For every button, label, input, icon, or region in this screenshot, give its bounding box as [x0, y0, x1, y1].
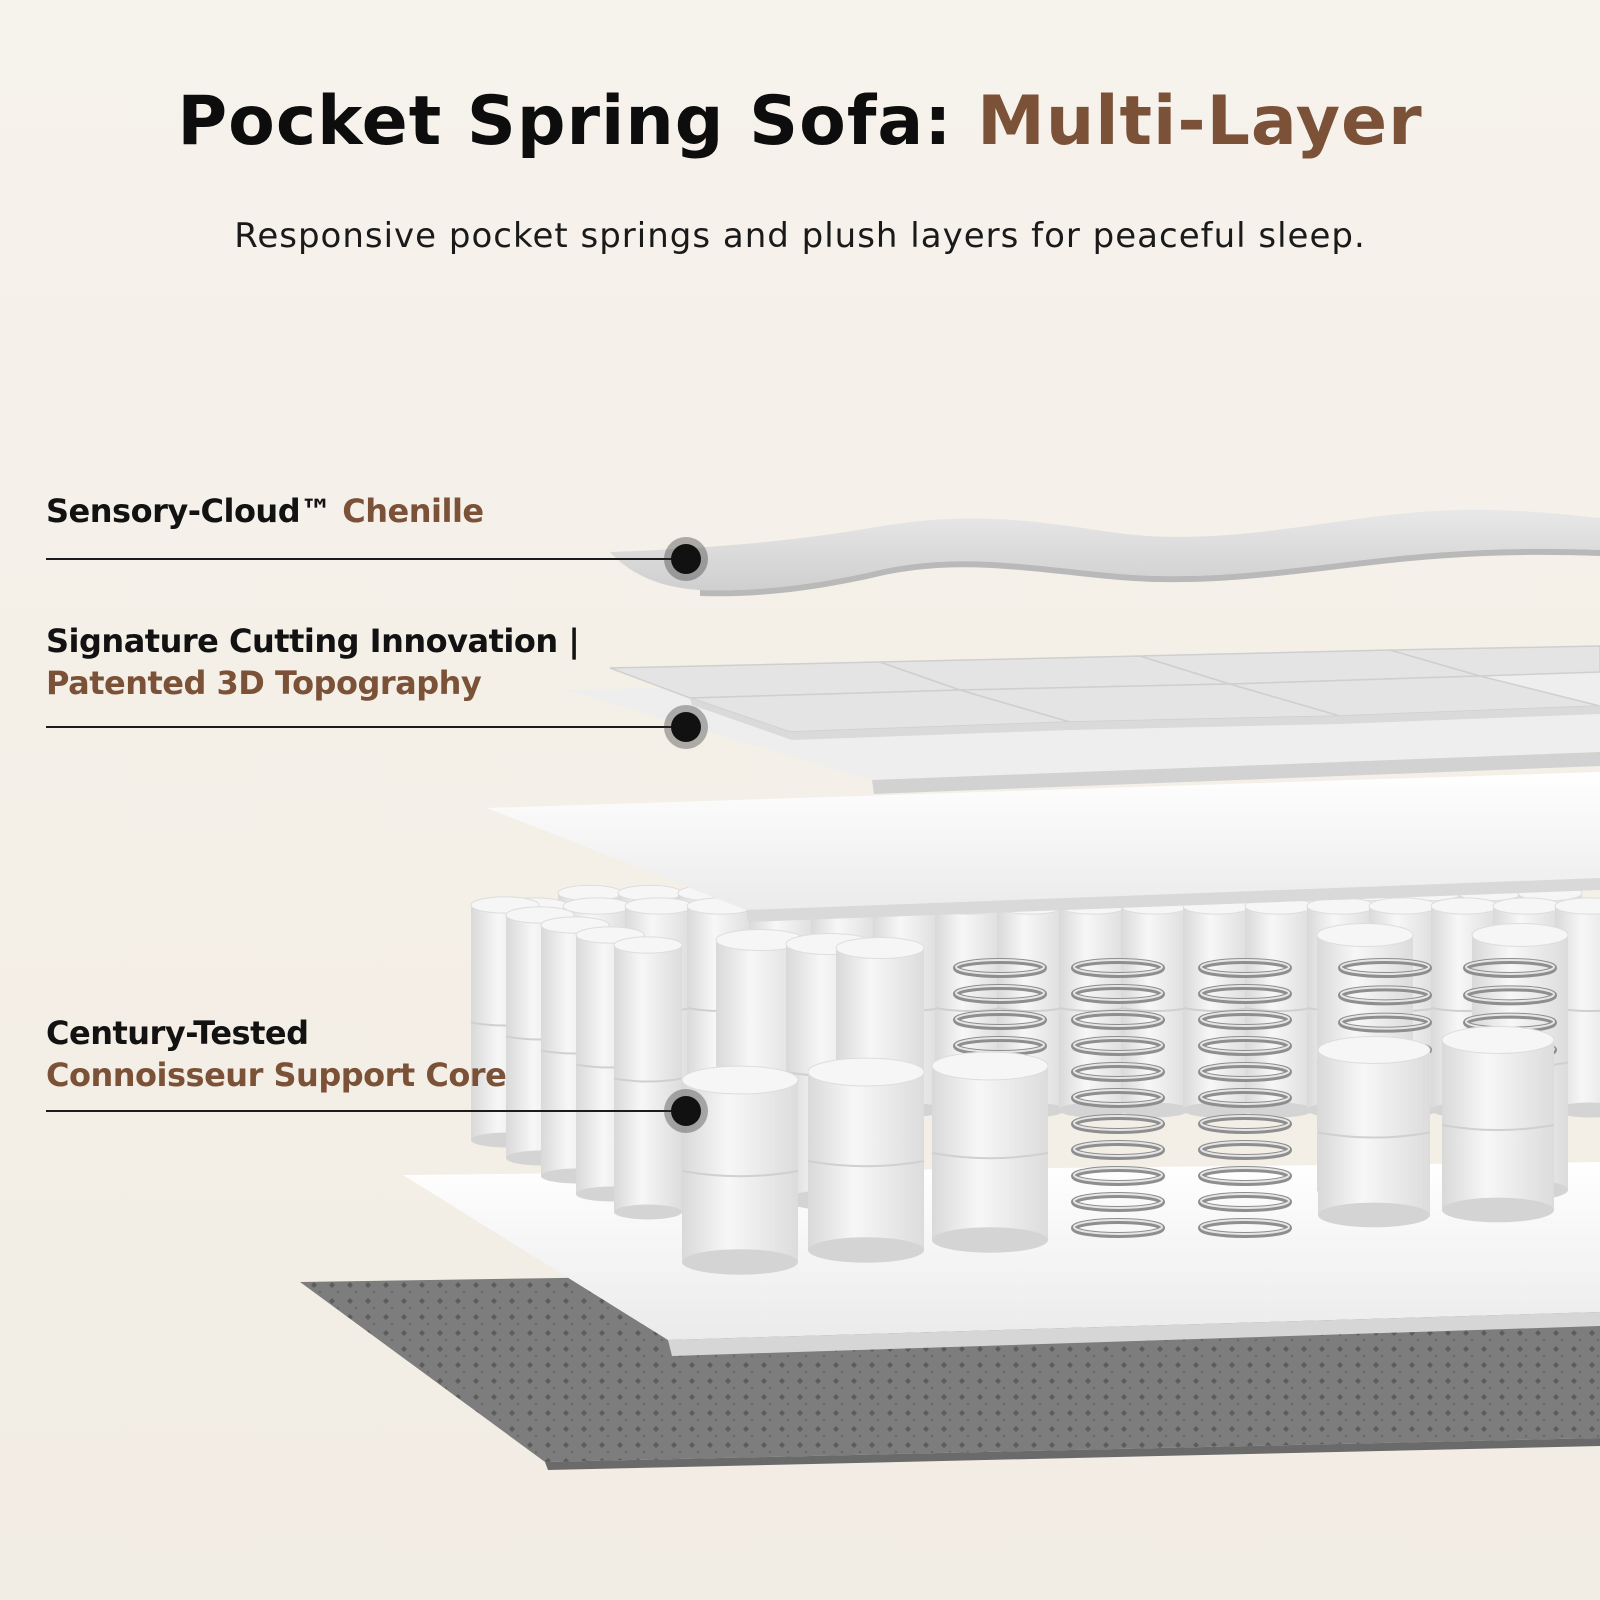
- front-spring-pocket: [807, 1057, 925, 1263]
- callout-support-core-accent: Connoisseur Support Core: [46, 1056, 507, 1094]
- spring-pocket: [1058, 897, 1128, 1118]
- callout-dot-icon: [671, 712, 701, 742]
- callout-chenille-label: Sensory-Cloud™: [46, 492, 343, 530]
- coil-spring: [1198, 958, 1292, 1238]
- page-subtitle: Responsive pocket springs and plush laye…: [234, 216, 1366, 256]
- spring-pocket: [1244, 897, 1314, 1118]
- page-title: Pocket Spring Sofa: Multi-Layer: [0, 82, 1600, 161]
- callout-support-core: Century-Tested Connoisseur Support Core: [46, 1012, 507, 1096]
- callout-dot-icon: [671, 1096, 701, 1126]
- topography-foam-layer: [566, 645, 1600, 794]
- middle-foam-sheet: [487, 772, 1600, 922]
- front-spring-pocket: [1441, 1026, 1555, 1223]
- callout-chenille-accent: Chenille: [342, 492, 484, 530]
- callout-chenille: Sensory-Cloud™ Chenille: [46, 490, 484, 532]
- coil-spring: [1071, 958, 1165, 1238]
- chenille-fabric-layer: [610, 509, 1600, 597]
- spring-pocket: [1182, 897, 1252, 1118]
- callout-dot-icon: [671, 544, 701, 574]
- callout-topography-label: Signature Cutting Innovation |: [46, 622, 580, 660]
- callout-support-core-label: Century-Tested: [46, 1014, 309, 1052]
- front-spring-pocket: [681, 1065, 799, 1275]
- title-accent: Multi-Layer: [977, 82, 1423, 161]
- callout-topography-accent: Patented 3D Topography: [46, 664, 482, 702]
- spring-pocket: [613, 936, 683, 1220]
- front-spring-pocket: [1317, 1036, 1431, 1228]
- callout-topography: Signature Cutting Innovation | Patented …: [46, 620, 580, 704]
- callout-chenille-leader: [46, 558, 686, 560]
- callout-support-core-leader: [46, 1110, 686, 1112]
- callout-topography-leader: [46, 726, 686, 728]
- spring-pocket: [1120, 897, 1190, 1118]
- front-spring-pocket: [931, 1051, 1049, 1253]
- title-main: Pocket Spring Sofa:: [177, 82, 978, 161]
